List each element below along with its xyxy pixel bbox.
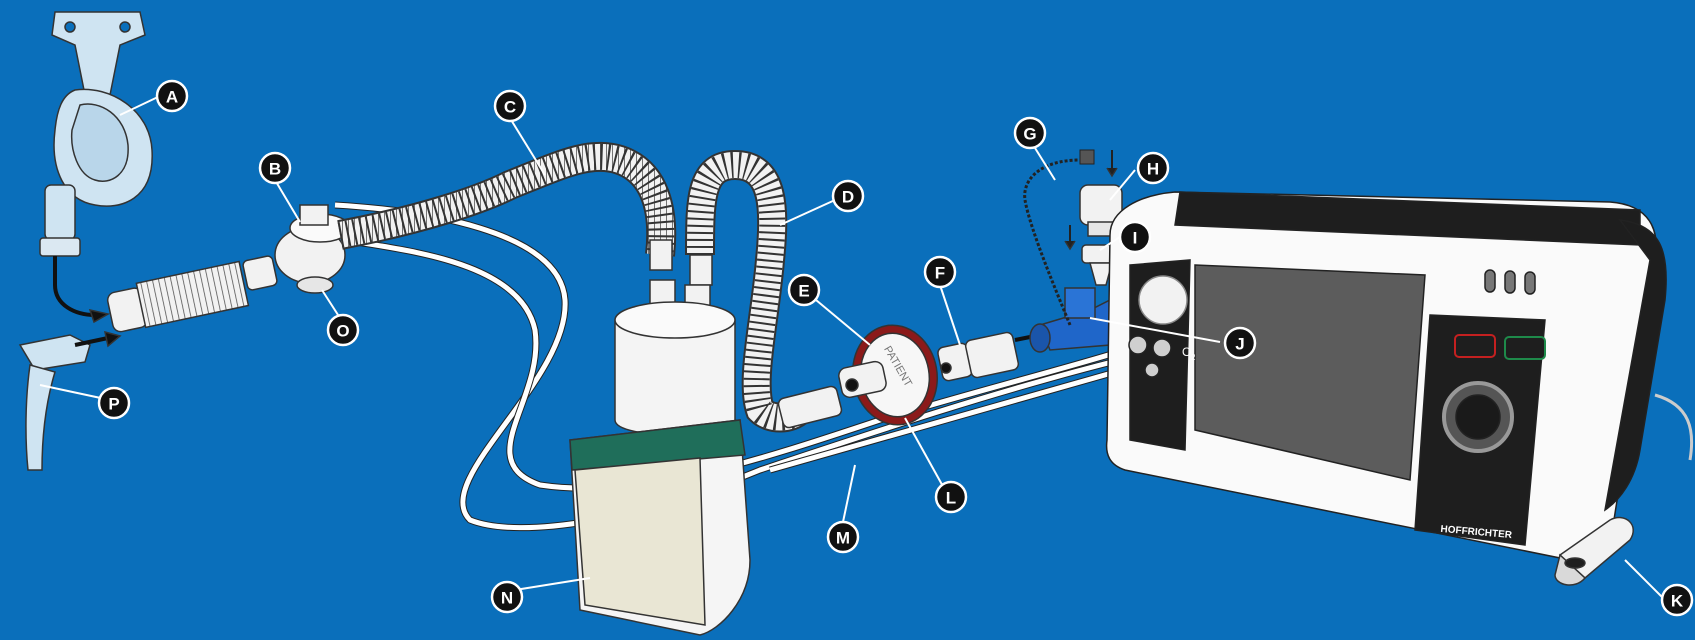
callout-p: P [97,386,131,420]
callout-p-label: P [108,395,119,414]
callout-d-label: D [842,188,854,207]
flow-sensor [1029,287,1111,353]
tracheal-cannula [18,330,122,471]
pressure-tubes [334,201,1141,532]
callout-n-label: N [501,589,513,608]
callout-e: E [787,273,821,307]
callout-i-label: I [1133,229,1138,248]
exhalation-valve-assembly [106,204,351,333]
callout-n: N [490,580,524,614]
callout-b: B [258,151,292,185]
callout-a-label: A [166,88,178,107]
callout-f-label: F [935,264,945,283]
o2-port-label: O [1182,345,1191,359]
o2-port-subscript: 2 [1191,353,1196,362]
callout-h: H [1136,151,1170,185]
callout-h-label: H [1147,160,1159,179]
callout-i: I [1118,220,1152,254]
heated-hose [685,149,811,433]
nasal-mask [39,11,153,324]
filter-connector [777,385,843,429]
hose-adapter [937,331,1036,382]
pulse-oximeter [1554,393,1694,586]
leader-lines [39,95,1666,601]
callout-j: J [1223,326,1257,360]
callout-g-label: G [1023,125,1036,144]
callout-a: A [155,79,189,113]
callout-o: O [326,313,360,347]
callout-d: D [831,179,865,213]
callout-g: G [1013,116,1047,150]
callout-f: F [923,255,957,289]
callout-c: C [493,89,527,123]
callout-o-label: O [336,322,349,341]
callout-e-label: E [798,282,809,301]
ventilator-device [1105,191,1667,563]
sensor-cable [1023,149,1095,326]
breathing-hose [337,141,677,257]
callout-b-label: B [269,160,281,179]
humidifier [569,239,751,636]
bacterial-filter: PATIENT [838,324,939,426]
callout-c-label: C [504,98,516,117]
callout-m-label: M [836,529,850,548]
callout-l-label: L [946,489,956,508]
callout-k-label: K [1671,592,1684,611]
callout-l: L [934,480,968,514]
callout-m: M [826,520,860,554]
callout-j-label: J [1235,335,1244,354]
callout-k: K [1660,583,1694,617]
